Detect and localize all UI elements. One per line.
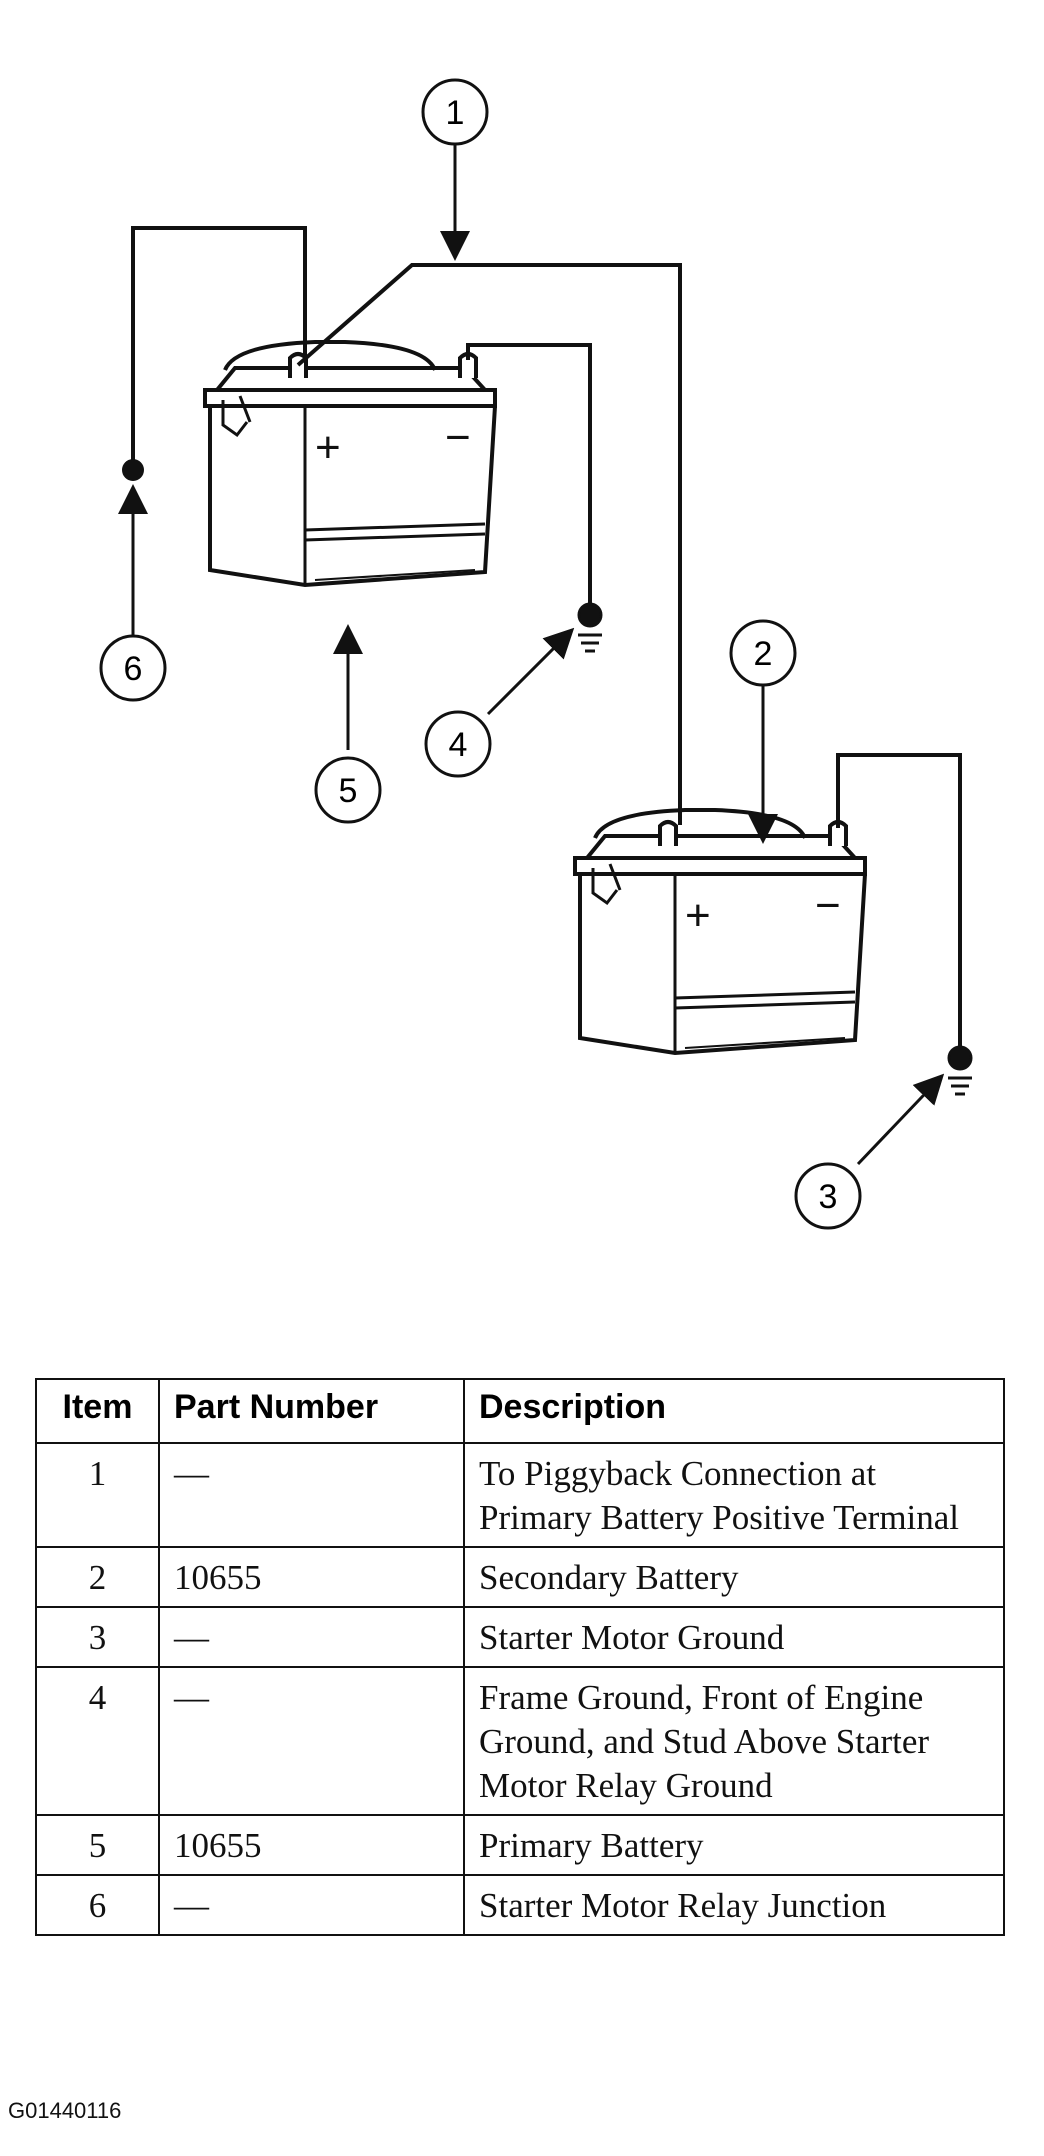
cell-part-number: 10655 (158, 1546, 465, 1608)
callout-6-label: 6 (124, 650, 143, 688)
cell-description: Starter Motor Relay Junction (463, 1874, 1005, 1936)
cell-item: 1 (35, 1442, 160, 1548)
callout-3: 3 (794, 1162, 862, 1230)
table-row: 5 10655 Primary Battery (35, 1814, 1005, 1876)
header-item: Item (35, 1378, 160, 1444)
table-row: 2 10655 Secondary Battery (35, 1546, 1005, 1608)
primary-negative-symbol: − (445, 413, 471, 462)
wiring (131, 226, 962, 1055)
cell-part-number: — (158, 1666, 465, 1816)
frame-ground-icon (577, 602, 603, 653)
leader-lines (118, 144, 945, 1166)
table-row: 1 — To Piggyback Connection at Primary B… (35, 1442, 1005, 1548)
callout-3-label: 3 (819, 1178, 838, 1216)
cell-part-number: — (158, 1606, 465, 1668)
cell-part-number: — (158, 1442, 465, 1548)
table-row: 3 — Starter Motor Ground (35, 1606, 1005, 1668)
callout-4: 4 (424, 710, 492, 778)
cell-description: Starter Motor Ground (463, 1606, 1005, 1668)
table-row: 4 — Frame Ground, Front of Engine Ground… (35, 1666, 1005, 1816)
callout-5: 5 (314, 756, 382, 824)
callout-5-label: 5 (339, 772, 358, 810)
secondary-negative-symbol: − (815, 881, 841, 930)
cell-part-number: — (158, 1874, 465, 1936)
secondary-battery-icon: + − (573, 808, 867, 1055)
callout-2: 2 (729, 619, 797, 687)
starter-ground-icon (947, 1045, 973, 1096)
secondary-positive-symbol: + (685, 891, 711, 940)
primary-positive-symbol: + (315, 423, 341, 472)
callout-1: 1 (421, 78, 489, 146)
junction-dot-6 (122, 459, 144, 481)
callout-6: 6 (99, 634, 167, 702)
cell-description: Frame Ground, Front of Engine Ground, an… (463, 1666, 1005, 1816)
callout-4-label: 4 (449, 726, 468, 764)
cell-item: 6 (35, 1874, 160, 1936)
table-header-row: Item Part Number Description (35, 1378, 1005, 1444)
cell-item: 3 (35, 1606, 160, 1668)
battery-wiring-diagram: + − + − 1 (99, 78, 973, 1230)
primary-battery-icon: + − (203, 340, 497, 587)
cell-item: 2 (35, 1546, 160, 1608)
cell-description: Secondary Battery (463, 1546, 1005, 1608)
header-part-number: Part Number (158, 1378, 465, 1444)
parts-table: Item Part Number Description 1 — To Pigg… (35, 1378, 1005, 1936)
cell-item: 5 (35, 1814, 160, 1876)
cell-part-number: 10655 (158, 1814, 465, 1876)
cell-description: To Piggyback Connection at Primary Batte… (463, 1442, 1005, 1548)
cell-item: 4 (35, 1666, 160, 1816)
cell-description: Primary Battery (463, 1814, 1005, 1876)
header-description: Description (463, 1378, 1005, 1444)
callout-1-label: 1 (446, 94, 465, 132)
figure-id: G01440116 (8, 2098, 122, 2123)
callout-2-label: 2 (754, 635, 773, 673)
table-row: 6 — Starter Motor Relay Junction (35, 1874, 1005, 1936)
